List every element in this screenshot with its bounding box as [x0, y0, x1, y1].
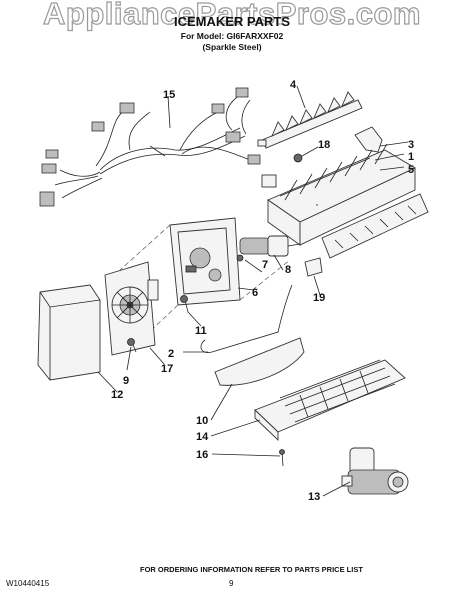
fill-cup-drawing: [321, 193, 429, 259]
screws-drawing: [127, 295, 189, 353]
callout-12: 12: [111, 389, 123, 401]
callout-16: 16: [196, 449, 208, 461]
callout-10: 10: [196, 415, 208, 427]
callout-3: 3: [408, 139, 414, 151]
leader-lines: [97, 85, 409, 497]
callout-14: 14: [196, 431, 209, 443]
callout-8: 8: [285, 264, 291, 276]
callout-9: 9: [123, 375, 129, 387]
finish-line: (Sparkle Steel): [202, 42, 262, 52]
ice-stripper-drawing: [214, 337, 305, 386]
callout-5: 5: [408, 164, 414, 176]
ordering-note: FOR ORDERING INFORMATION REFER TO PARTS …: [140, 565, 363, 574]
shutoff-arm-drawing: [200, 284, 293, 353]
callout-15: 15: [163, 89, 175, 101]
callout-4: 4: [290, 79, 297, 91]
callout-13: 13: [308, 491, 320, 503]
screw-16-drawing: [279, 449, 285, 467]
heater-tray-drawing: [254, 359, 406, 442]
callout-19: 19: [313, 292, 325, 304]
module-housing-drawing: [119, 217, 291, 351]
page-number: 9: [229, 579, 234, 588]
callout-17: 17: [161, 363, 173, 375]
clip-19-drawing: [304, 257, 323, 277]
callout-1: 1: [408, 151, 414, 163]
page-title: ICEMAKER PARTS: [173, 14, 291, 29]
callout-18: 18: [318, 139, 330, 151]
wire-harness-drawing: [39, 87, 261, 207]
front-cover-drawing: [37, 284, 101, 381]
water-valve-drawing: [341, 447, 409, 495]
model-line: For Model: GI6FARXXF02: [180, 31, 284, 41]
callout-11: 11: [195, 325, 207, 337]
screw-18-drawing: [293, 153, 303, 163]
callout-7: 7: [262, 259, 268, 271]
motor-drawing: [236, 235, 301, 262]
doc-number: W10440415: [6, 579, 50, 588]
control-module-drawing: [104, 261, 159, 356]
clip-drawing: [354, 126, 383, 153]
callout-6: 6: [252, 287, 258, 299]
callout-2: 2: [168, 348, 174, 360]
icemaker-mold-drawing: [261, 143, 416, 246]
ejector-drawing: [257, 91, 363, 149]
watermark: AppliancePartsPros.com: [42, 0, 421, 32]
